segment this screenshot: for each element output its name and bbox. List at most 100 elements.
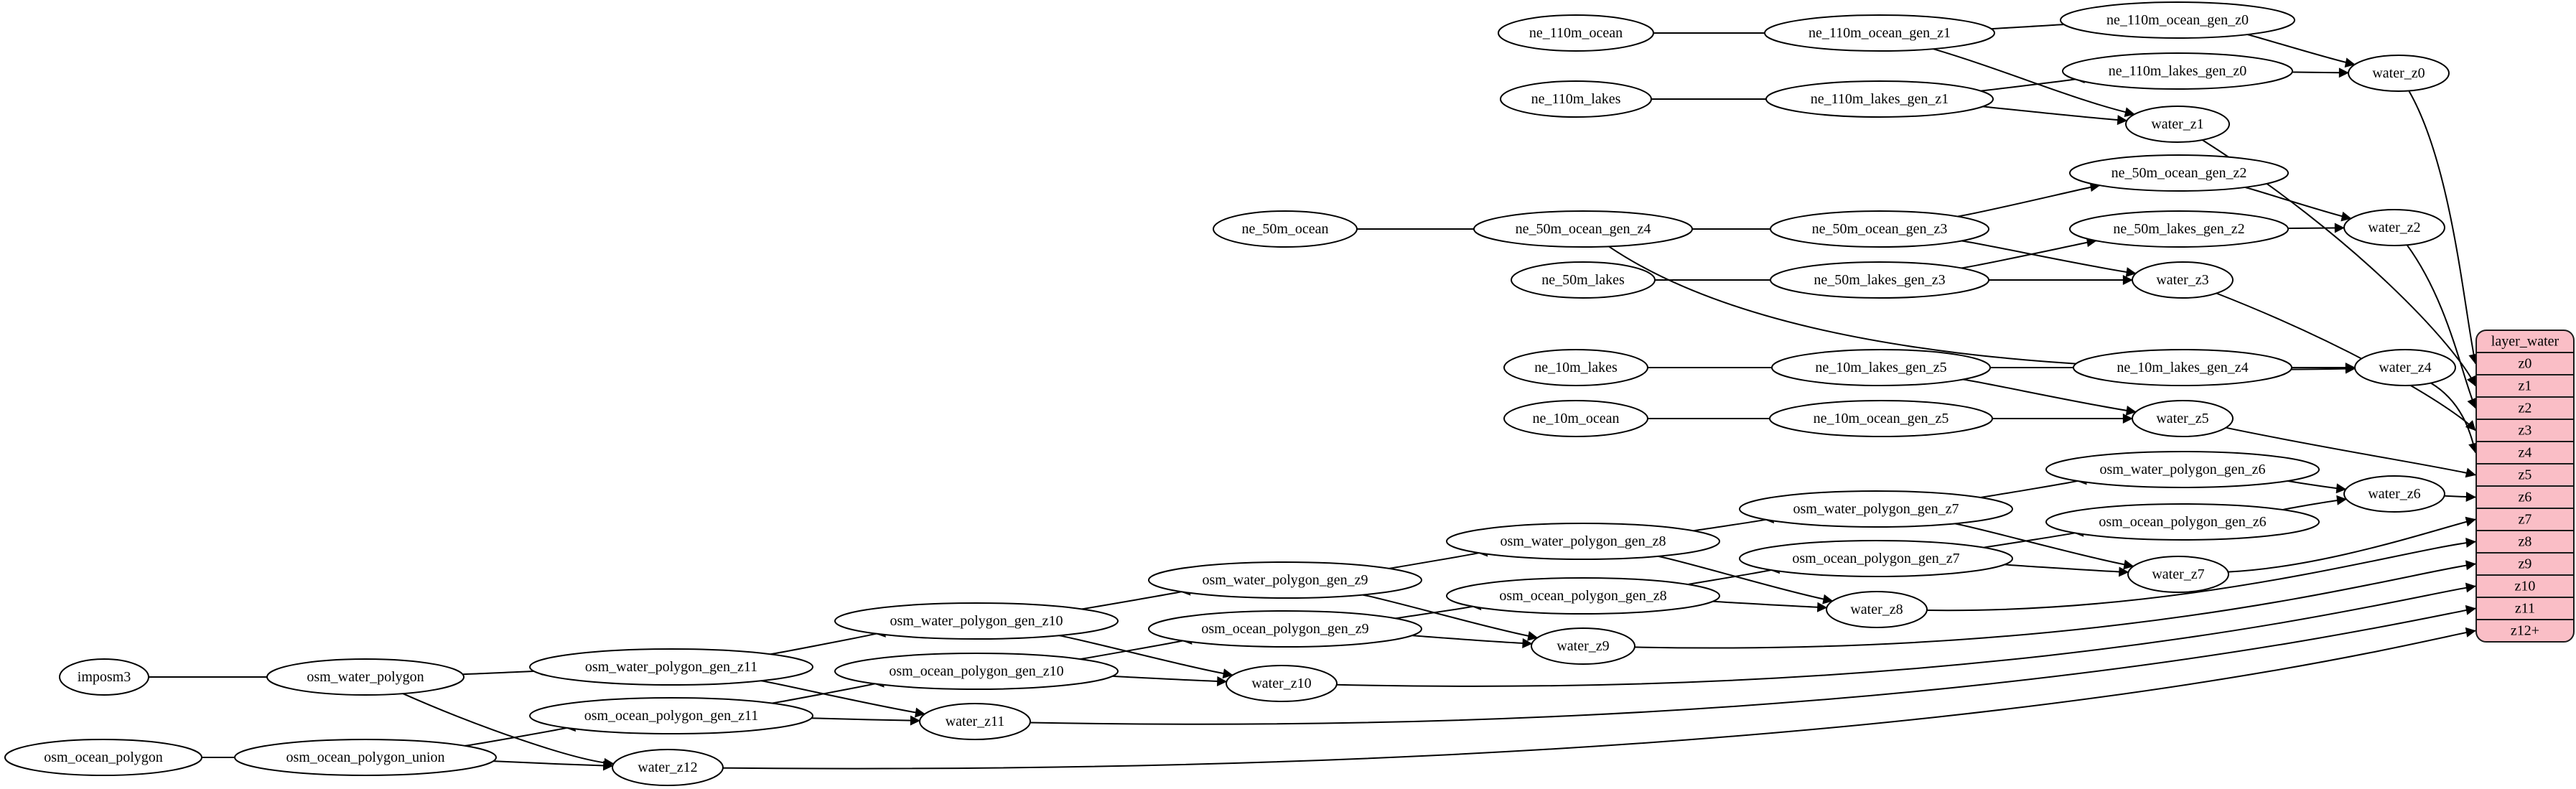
node-ne_110m_ocean_gen_z0: ne_110m_ocean_gen_z0 xyxy=(2060,1,2295,39)
node-ne_50m_ocean_gen_z3: ne_50m_ocean_gen_z3 xyxy=(1770,210,1989,248)
node-water_z1-label: water_z1 xyxy=(2151,116,2203,132)
node-ne_50m_lakes-label: ne_50m_lakes xyxy=(1541,272,1625,288)
edge-osm_ocean_polygon_union-to-osm_ocean_polygon_gen_z11 xyxy=(465,722,576,747)
node-ne_50m_lakes_gen_z2: ne_50m_lakes_gen_z2 xyxy=(2069,210,2289,248)
node-ne_110m_lakes_gen_z0-label: ne_110m_lakes_gen_z0 xyxy=(2109,63,2247,79)
table-row-z2: z2 xyxy=(2519,401,2532,416)
edge-water_z2-to-layer_water-z2 xyxy=(2406,244,2477,409)
edge-water_z8-to-layer_water-z8 xyxy=(1926,537,2476,612)
node-osm_ocean_polygon_gen_z10: osm_ocean_polygon_gen_z10 xyxy=(834,653,1119,690)
node-osm_ocean_polygon_gen_z10-label: osm_ocean_polygon_gen_z10 xyxy=(889,663,1063,679)
node-ne_110m_ocean_gen_z0-label: ne_110m_ocean_gen_z0 xyxy=(2106,12,2249,28)
node-ne_10m_lakes-ellipse xyxy=(1503,349,1648,386)
edge-osm_ocean_polygon_gen_z10-to-water_z10 xyxy=(1107,675,1228,686)
node-osm_ocean_polygon_gen_z8-label: osm_ocean_polygon_gen_z8 xyxy=(1499,588,1666,604)
node-osm_water_polygon_gen_z10-ellipse xyxy=(834,602,1119,640)
node-osm_ocean_polygon-ellipse xyxy=(4,739,202,776)
node-ne_50m_lakes_gen_z2-ellipse xyxy=(2069,210,2289,248)
node-osm_ocean_polygon_gen_z9-label: osm_ocean_polygon_gen_z9 xyxy=(1201,621,1368,637)
node-osm_ocean_polygon_gen_z11-label: osm_ocean_polygon_gen_z11 xyxy=(584,708,759,724)
node-ne_10m_lakes_gen_z4-ellipse xyxy=(2073,349,2292,386)
node-osm_ocean_polygon_gen_z11-ellipse xyxy=(529,697,813,734)
node-water_z10-ellipse xyxy=(1226,665,1338,702)
node-water_z12: water_z12 xyxy=(612,749,724,786)
node-water_z10: water_z10 xyxy=(1226,665,1338,702)
node-water_z6-label: water_z6 xyxy=(2368,486,2420,502)
node-osm_ocean_polygon_gen_z6-ellipse xyxy=(2045,503,2320,541)
node-ne_50m_ocean_gen_z4-ellipse xyxy=(1473,210,1693,248)
table-row-z10: z10 xyxy=(2515,579,2536,594)
node-osm_water_polygon_gen_z6-label: osm_water_polygon_gen_z6 xyxy=(2099,462,2265,477)
edge-osm_water_polygon_gen_z7-to-osm_water_polygon_gen_z6 xyxy=(1980,475,2087,498)
node-water_z4-label: water_z4 xyxy=(2379,360,2431,375)
node-ne_10m_ocean-ellipse xyxy=(1503,400,1648,437)
node-water_z1: water_z1 xyxy=(2125,106,2230,143)
node-ne_110m_ocean_gen_z1: ne_110m_ocean_gen_z1 xyxy=(1764,14,1995,52)
table-row-z8: z8 xyxy=(2519,534,2532,550)
node-osm_ocean_polygon_union-ellipse xyxy=(234,739,497,776)
node-osm_ocean_polygon_gen_z7-ellipse xyxy=(1739,540,2013,577)
node-ne_50m_ocean_gen_z4-label: ne_50m_ocean_gen_z4 xyxy=(1516,221,1651,237)
node-ne_10m_lakes_gen_z5: ne_10m_lakes_gen_z5 xyxy=(1771,349,1991,386)
edge-osm_ocean_polygon_gen_z7-to-osm_ocean_polygon_gen_z6 xyxy=(1982,526,2084,548)
node-imposm3: imposm3 xyxy=(59,658,149,696)
node-ne_110m_ocean_gen_z0-ellipse xyxy=(2060,1,2295,39)
node-osm_water_polygon_gen_z6: osm_water_polygon_gen_z6 xyxy=(2045,451,2320,488)
edge-osm_ocean_polygon_union-to-water_z12 xyxy=(490,760,614,771)
node-imposm3-label: imposm3 xyxy=(78,669,131,685)
edges-layer xyxy=(148,19,2479,771)
node-water_z9-label: water_z9 xyxy=(1557,638,1609,654)
edge-ne_10m_lakes_gen_z5-to-water_z5 xyxy=(1962,378,2137,416)
node-ne_110m_lakes-ellipse xyxy=(1500,80,1652,118)
edge-osm_water_polygon_gen_z8-to-osm_water_polygon_gen_z7 xyxy=(1693,513,1774,532)
node-osm_water_polygon_gen_z9: osm_water_polygon_gen_z9 xyxy=(1148,561,1422,599)
edge-osm_water_polygon_gen_z9-to-osm_water_polygon_gen_z8 xyxy=(1389,546,1488,569)
node-water_z1-ellipse xyxy=(2125,106,2230,143)
edge-osm_ocean_polygon_gen_z9-to-osm_ocean_polygon_gen_z8 xyxy=(1394,600,1482,620)
node-osm_water_polygon_gen_z8: osm_water_polygon_gen_z8 xyxy=(1446,523,1720,560)
node-ne_110m_ocean_gen_z1-label: ne_110m_ocean_gen_z1 xyxy=(1809,25,1951,41)
node-ne_110m_lakes_gen_z0-ellipse xyxy=(2062,52,2293,90)
node-osm_ocean_polygon_union: osm_ocean_polygon_union xyxy=(234,739,497,776)
node-ne_50m_ocean_gen_z3-label: ne_50m_ocean_gen_z3 xyxy=(1812,221,1948,237)
table-row-z1: z1 xyxy=(2519,378,2532,394)
node-ne_110m_lakes_gen_z1: ne_110m_lakes_gen_z1 xyxy=(1765,80,1994,118)
node-osm_water_polygon_gen_z8-ellipse xyxy=(1446,523,1720,560)
node-ne_50m_lakes_gen_z2-label: ne_50m_lakes_gen_z2 xyxy=(2113,221,2244,237)
node-ne_10m_ocean: ne_10m_ocean xyxy=(1503,400,1648,437)
node-osm_ocean_polygon-label: osm_ocean_polygon xyxy=(44,750,163,765)
node-water_z7-ellipse xyxy=(2127,556,2229,593)
node-osm_water_polygon_gen_z8-label: osm_water_polygon_gen_z8 xyxy=(1500,533,1666,549)
node-osm_water_polygon_gen_z9-label: osm_water_polygon_gen_z9 xyxy=(1202,572,1368,588)
node-ne_50m_ocean_gen_z2-ellipse xyxy=(2069,154,2289,192)
node-water_z8-label: water_z8 xyxy=(1850,602,1903,617)
node-water_z0-label: water_z0 xyxy=(2372,65,2425,81)
layer-water-table-title: layer_water xyxy=(2491,334,2559,350)
node-ne_10m_lakes_gen_z5-ellipse xyxy=(1771,349,1991,386)
edge-osm_ocean_polygon_gen_z8-to-water_z8 xyxy=(1708,600,1828,612)
edge-ne_110m_ocean_gen_z0-to-water_z0 xyxy=(2247,34,2356,68)
node-water_z3-ellipse xyxy=(2132,261,2234,299)
node-osm_ocean_polygon_gen_z8-ellipse xyxy=(1446,577,1720,615)
table-row-z0: z0 xyxy=(2519,356,2532,372)
node-water_z2-ellipse xyxy=(2343,209,2445,246)
node-osm_water_polygon_gen_z10: osm_water_polygon_gen_z10 xyxy=(834,602,1119,640)
node-water_z12-ellipse xyxy=(612,749,724,786)
node-water_z11-ellipse xyxy=(919,703,1031,740)
node-ne_110m_lakes-label: ne_110m_lakes xyxy=(1531,91,1621,107)
node-osm_ocean_polygon_gen_z8: osm_ocean_polygon_gen_z8 xyxy=(1446,577,1720,615)
node-ne_50m_ocean-ellipse xyxy=(1213,210,1358,248)
edge-water_z0-to-layer_water-z0 xyxy=(2408,90,2479,365)
node-osm_water_polygon_gen_z6-ellipse xyxy=(2045,451,2320,488)
node-ne_10m_ocean-label: ne_10m_ocean xyxy=(1532,411,1619,426)
node-osm_water_polygon_gen_z11: osm_water_polygon_gen_z11 xyxy=(529,648,813,686)
node-ne_10m_ocean_gen_z5-ellipse xyxy=(1769,400,1993,437)
node-ne_110m_lakes_gen_z0: ne_110m_lakes_gen_z0 xyxy=(2062,52,2293,90)
node-imposm3-ellipse xyxy=(59,658,149,696)
edge-ne_110m_lakes_gen_z1-to-water_z1 xyxy=(1982,106,2128,126)
node-ne_10m_lakes_gen_z4-label: ne_10m_lakes_gen_z4 xyxy=(2117,360,2248,375)
node-osm_water_polygon_gen_z10-label: osm_water_polygon_gen_z10 xyxy=(890,613,1063,629)
table-row-z9: z9 xyxy=(2519,556,2532,572)
node-ne_50m_ocean: ne_50m_ocean xyxy=(1213,210,1358,248)
